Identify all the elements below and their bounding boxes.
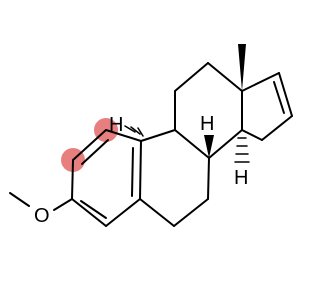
ring-c <box>174 62 243 159</box>
h14-label: H <box>234 167 248 189</box>
bond-c2-c3-inner <box>81 139 109 165</box>
bond-c4-c5-inner <box>80 200 107 219</box>
bond-c8-c9 <box>174 129 210 159</box>
bond-c10-c6 <box>139 198 175 227</box>
molecule-diagram: O H H H <box>9 44 293 227</box>
hash-h9-3 <box>124 125 136 133</box>
bond-c3-o <box>53 198 73 211</box>
bond-c2-c3 <box>72 129 107 161</box>
h8-stereo: H <box>200 113 214 158</box>
bond-c5-c10 <box>105 198 141 227</box>
oxygen-label: O <box>34 205 50 227</box>
bond-c3-c4 <box>71 159 74 200</box>
structure-canvas: O H H H <box>9 44 293 227</box>
bond-c6-c7 <box>173 198 209 227</box>
ring-a <box>71 129 142 227</box>
bond-o-ch3 <box>9 192 30 207</box>
bond-c13-c17 <box>241 72 280 92</box>
bond-c1-c2 <box>105 129 142 142</box>
bond-c9-c1 <box>140 129 176 142</box>
bond-c15-c14 <box>241 129 263 141</box>
bond-c10-c1 <box>139 140 142 200</box>
h8-wedge <box>204 135 214 158</box>
bond-c10-c1-inner <box>131 147 134 197</box>
bond-c11-c12 <box>174 62 209 92</box>
hash-h9-1 <box>137 127 144 137</box>
bond-c7-c8 <box>207 157 210 200</box>
bond-c12-c13 <box>207 62 243 92</box>
bond-c16-c15 <box>261 115 293 141</box>
h8-label: H <box>200 113 214 135</box>
h9-label: H <box>109 114 123 136</box>
bond-c4-c5 <box>71 198 107 227</box>
methyl-wedge <box>238 44 246 91</box>
bond-c17-c16 <box>278 72 293 117</box>
methoxy-group: O <box>9 192 73 227</box>
ring-d <box>241 72 293 141</box>
h9-stereo: H <box>109 114 144 137</box>
hash-h9-2 <box>130 126 141 135</box>
ring-b <box>139 129 210 227</box>
bond-c14-c8 <box>208 129 243 159</box>
bond-c17-c16-inner <box>273 81 285 114</box>
h14-stereo: H <box>234 137 250 189</box>
